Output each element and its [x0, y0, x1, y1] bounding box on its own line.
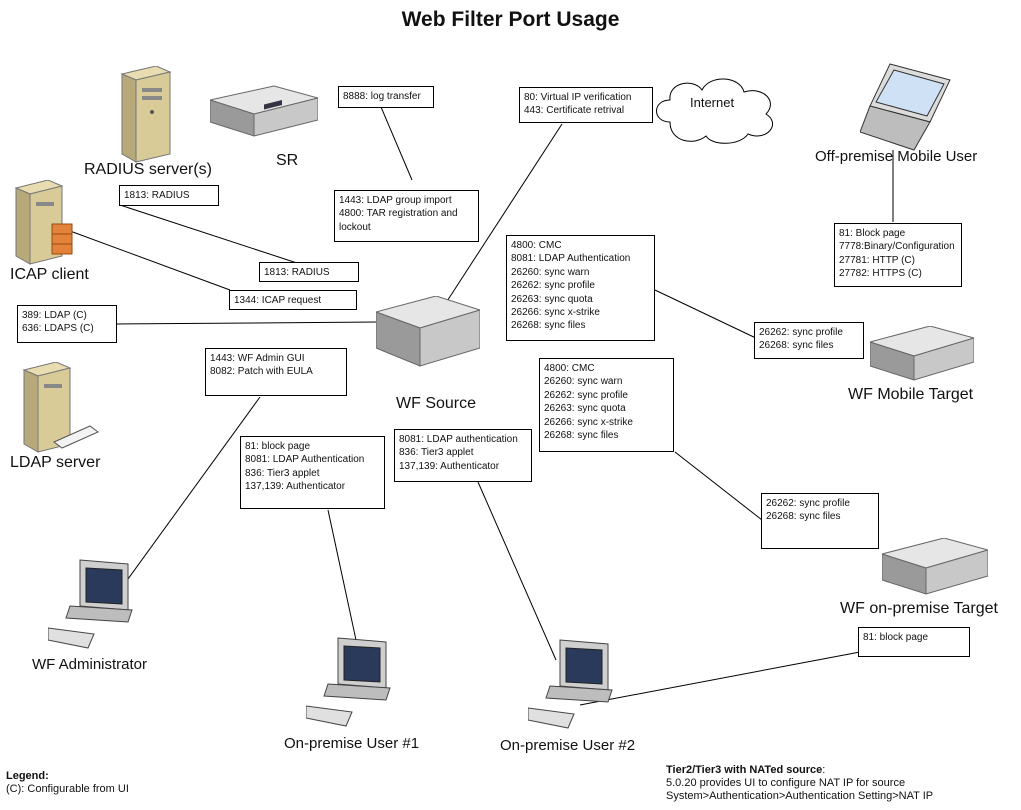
wf-source-label: WF Source	[396, 395, 477, 412]
port-line: 8081: LDAP Authentication	[511, 253, 631, 265]
port-line: 636: LDAPS (C)	[22, 323, 94, 335]
port-line: 4800: CMC	[511, 240, 562, 251]
port-line: 389: LDAP (C)	[22, 310, 87, 321]
port-line: 26263: sync quota	[544, 403, 626, 415]
port-line: 26268: sync files	[511, 320, 586, 332]
port-line: 27782: HTTPS (C)	[839, 268, 922, 280]
port-line: 81: Block page	[839, 228, 906, 239]
ldap-label: LDAP server	[10, 454, 101, 471]
port-line: 8081: LDAP authentication	[399, 434, 518, 445]
port-line: 7778:Binary/Configuration	[839, 241, 955, 253]
icap-client-icon	[14, 180, 73, 265]
port-line: 4800: CMC	[544, 363, 595, 374]
mobile-target-port-box: 26262: sync profile 26268: sync files	[754, 322, 864, 359]
port-line: 1443: LDAP group import	[339, 195, 452, 206]
port-line: 4800: TAR registration and	[339, 208, 458, 220]
radius-server-icon	[120, 66, 172, 163]
mobile-user-label: Off-premise Mobile User	[815, 148, 978, 165]
nat-note-line: System>Authentication>Authentication Set…	[666, 790, 934, 802]
nat-note-colon: :	[822, 764, 826, 776]
sr-server-icon	[210, 85, 318, 137]
port-line: 137,139: Authenticator	[245, 481, 346, 493]
port-line: 26262: sync profile	[766, 498, 850, 509]
port-line: 80: Virtual IP verification	[524, 92, 632, 103]
source-onprem-port-box: 4800: CMC 26260: sync warn 26262: sync p…	[539, 358, 674, 452]
port-line: 26262: sync profile	[544, 389, 628, 401]
port-line: 81: block page	[245, 441, 311, 452]
mobile-user-port-box: 81: Block page 7778:Binary/Configuration…	[834, 223, 962, 287]
icap-label: ICAP client	[10, 266, 89, 283]
legend-heading: Legend:	[6, 770, 49, 782]
port-line: 26268: sync files	[766, 511, 841, 523]
user1-computer-icon	[306, 637, 391, 727]
port-line: 8888: log transfer	[343, 91, 421, 102]
port-line: 26266: sync x-strike	[544, 416, 633, 428]
diagram-title: Web Filter Port Usage	[401, 8, 620, 31]
port-line: 26262: sync profile	[759, 327, 843, 338]
legend: Legend: (C): Configurable from UI	[6, 770, 129, 796]
wf-source-server-icon	[376, 296, 480, 367]
wf-onprem-target-label: WF on-premise Target	[840, 600, 998, 617]
radius-port-box-2: 1813: RADIUS	[259, 262, 359, 282]
port-line: 26260: sync warn	[511, 266, 590, 278]
laptop-icon	[860, 63, 951, 151]
port-line: 26263: sync quota	[511, 293, 593, 305]
wf-admin-label: WF Administrator	[32, 656, 148, 673]
user2-port-box: 8081: LDAP authentication 836: Tier3 app…	[394, 429, 532, 482]
wf-onprem-target-server-icon	[882, 538, 988, 595]
internet-label: Internet	[690, 95, 735, 110]
port-line: 1813: RADIUS	[124, 190, 190, 201]
source-mobile-port-box: 4800: CMC 8081: LDAP Authentication 2626…	[506, 235, 655, 341]
port-line: 26262: sync profile	[511, 280, 595, 292]
port-line: 8082: Patch with EULA	[210, 366, 313, 378]
user1-port-box: 81: block page 8081: LDAP Authentication…	[240, 436, 385, 509]
icap-port-box: 1344: ICAP request	[229, 290, 357, 310]
port-line: 1443: WF Admin GUI	[210, 353, 305, 364]
port-line: 443: Certificate retrival	[524, 105, 625, 117]
radius-port-box-1: 1813: RADIUS	[119, 185, 219, 206]
nat-note: Tier2/Tier3 with NATed source: 5.0.20 pr…	[666, 764, 933, 803]
port-line: 26268: sync files	[544, 430, 619, 442]
onprem-target-port-box: 26262: sync profile 26268: sync files	[761, 493, 879, 549]
admin-port-box: 1443: WF Admin GUI 8082: Patch with EULA	[205, 348, 347, 396]
ldap-server-icon	[22, 362, 99, 453]
radius-label: RADIUS server(s)	[84, 161, 213, 178]
wf-admin-computer-icon	[48, 559, 133, 649]
port-line: lockout	[339, 221, 371, 233]
port-line: 26266: sync x-strike	[511, 307, 600, 319]
user1-label: On-premise User #1	[284, 735, 420, 752]
port-line: 836: Tier3 applet	[245, 467, 320, 479]
port-line: 26268: sync files	[759, 340, 834, 352]
sr-ldap-port-box: 1443: LDAP group import 4800: TAR regist…	[334, 190, 479, 242]
onprem-block-port-box: 81: block page	[858, 627, 970, 657]
port-line: 26260: sync warn	[544, 376, 623, 388]
wf-mobile-target-server-icon	[870, 326, 974, 381]
user2-label: On-premise User #2	[500, 737, 636, 754]
sr-log-port-box: 8888: log transfer	[338, 86, 434, 108]
port-line: 81: block page	[863, 632, 929, 643]
wf-mobile-target-label: WF Mobile Target	[848, 386, 974, 403]
port-line: 1344: ICAP request	[234, 295, 322, 306]
internet-port-box: 80: Virtual IP verification 443: Certifi…	[519, 87, 653, 123]
ldap-port-box: 389: LDAP (C) 636: LDAPS (C)	[17, 305, 117, 343]
nat-note-heading: Tier2/Tier3 with NATed source	[666, 764, 823, 776]
port-line: 27781: HTTP (C)	[839, 254, 915, 266]
port-line: 836: Tier3 applet	[399, 447, 474, 459]
internet-cloud-icon	[656, 78, 773, 144]
port-line: 8081: LDAP Authentication	[245, 454, 365, 466]
legend-line: (C): Configurable from UI	[6, 783, 129, 795]
nat-note-line: 5.0.20 provides UI to configure NAT IP f…	[666, 777, 906, 789]
sr-label: SR	[276, 152, 299, 169]
port-line: 1813: RADIUS	[264, 267, 330, 278]
user2-computer-icon	[528, 639, 613, 729]
port-line: 137,139: Authenticator	[399, 460, 500, 472]
